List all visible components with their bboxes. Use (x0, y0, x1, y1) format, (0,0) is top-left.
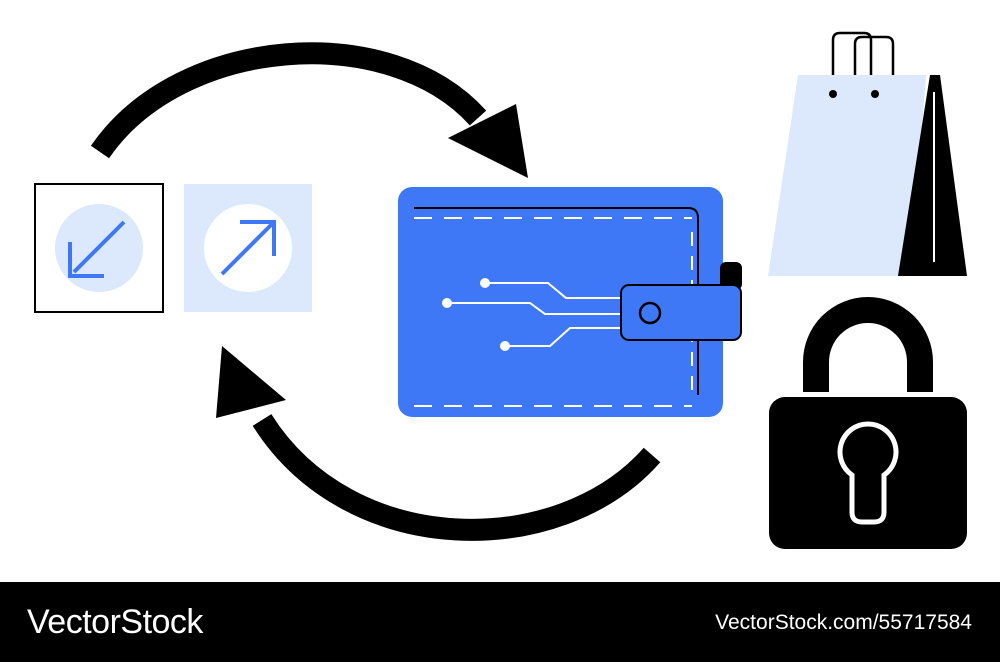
padlock-icon (769, 297, 967, 549)
shopping-bag-icon (768, 31, 967, 276)
cycle-arrow-top-icon (90, 42, 528, 178)
image-id-text: VectorStock.com/55717584 (715, 611, 972, 634)
arrow-down-left-icon (34, 183, 164, 313)
brand-logo-text: VectorStock (27, 603, 203, 641)
cycle-arrow-bottom-icon (216, 346, 661, 541)
watermark-footer: VectorStock VectorStock.com/55717584 (0, 582, 1000, 662)
arrow-up-right-icon (184, 184, 312, 312)
illustration (34, 31, 967, 549)
digital-wallet-icon (398, 187, 742, 417)
